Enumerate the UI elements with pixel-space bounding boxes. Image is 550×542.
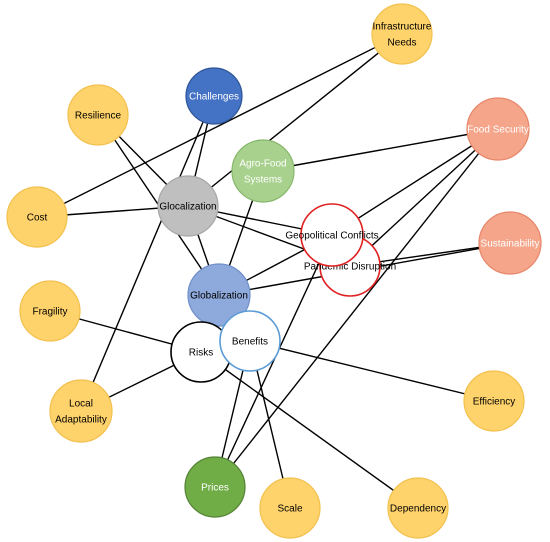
node-label-local-adaptability: Adaptability <box>55 415 107 426</box>
node-circle-food-security <box>466 97 530 161</box>
node-fragility: Fragility <box>19 280 81 342</box>
node-circle-challenges <box>185 67 243 125</box>
node-circle-cost <box>6 186 68 248</box>
node-label-dependency: Dependency <box>390 504 446 515</box>
node-label-challenges: Challenges <box>189 92 239 103</box>
node-label-geopolitical: Geopolitical Conflicts <box>285 231 378 242</box>
node-label-globalization: Globalization <box>190 291 248 302</box>
node-label-infrastructure: Needs <box>388 38 417 49</box>
node-label-glocalization: Glocalization <box>159 202 216 213</box>
node-circle-globalization <box>187 263 251 327</box>
node-label-risks: Risks <box>189 348 213 359</box>
edge-food-security-prices <box>214 128 499 488</box>
node-geopolitical: Geopolitical Conflicts <box>285 203 379 267</box>
node-prices: Prices <box>184 456 246 518</box>
nodes-layer: InfrastructureNeedsChallengesResilienceF… <box>6 3 542 539</box>
node-label-resilience: Resilience <box>75 111 122 122</box>
node-cost: Cost <box>6 186 68 248</box>
node-circle-infrastructure <box>371 3 433 65</box>
node-circle-agro-food <box>231 139 295 203</box>
node-label-fragility: Fragility <box>32 307 67 318</box>
node-label-pandemic: Pandemic Disruption <box>304 262 396 273</box>
edge-challenges-local-adaptability <box>80 95 215 412</box>
node-circle-local-adaptability <box>49 379 113 443</box>
node-scale: Scale <box>259 477 321 539</box>
edge-pandemic-food-security <box>349 128 499 267</box>
node-label-scale: Scale <box>277 504 302 515</box>
node-benefits: Benefits <box>219 310 281 372</box>
node-circle-geopolitical <box>300 203 364 267</box>
node-dependency: Dependency <box>387 477 449 539</box>
node-resilience: Resilience <box>67 84 129 146</box>
node-label-prices: Prices <box>201 483 229 494</box>
node-glocalization: Glocalization <box>157 175 219 237</box>
edge-agro-food-food-security <box>262 128 499 172</box>
edge-geopolitical-food-security <box>331 128 499 236</box>
node-globalization: Globalization <box>187 263 251 327</box>
node-label-benefits: Benefits <box>232 337 268 348</box>
node-sustainability: Sustainability <box>478 211 542 275</box>
node-circle-efficiency <box>463 370 525 432</box>
node-food-security: Food Security <box>466 97 530 161</box>
node-circle-benefits <box>219 310 281 372</box>
node-circle-fragility <box>19 280 81 342</box>
node-circle-sustainability <box>478 211 542 275</box>
node-circle-glocalization <box>157 175 219 237</box>
edge-risks-dependency <box>200 351 419 509</box>
node-circle-resilience <box>67 84 129 146</box>
node-circle-dependency <box>387 477 449 539</box>
node-label-infrastructure: Infrastructure <box>373 22 432 33</box>
node-efficiency: Efficiency <box>463 370 525 432</box>
edge-infrastructure-glocalization <box>187 33 403 207</box>
node-label-cost: Cost <box>27 213 48 224</box>
node-label-efficiency: Efficiency <box>473 397 516 408</box>
node-label-agro-food: Agro-Food <box>239 159 286 170</box>
node-label-sustainability: Sustainability <box>481 239 540 250</box>
node-label-food-security: Food Security <box>467 125 529 136</box>
node-circle-scale <box>259 477 321 539</box>
edge-geopolitical-prices <box>214 234 333 488</box>
node-circle-prices <box>184 456 246 518</box>
node-label-agro-food: Systems <box>244 175 282 186</box>
edge-infrastructure-cost <box>36 33 403 218</box>
node-label-local-adaptability: Local <box>69 399 93 410</box>
edge-benefits-efficiency <box>249 340 495 402</box>
node-challenges: Challenges <box>185 67 243 125</box>
